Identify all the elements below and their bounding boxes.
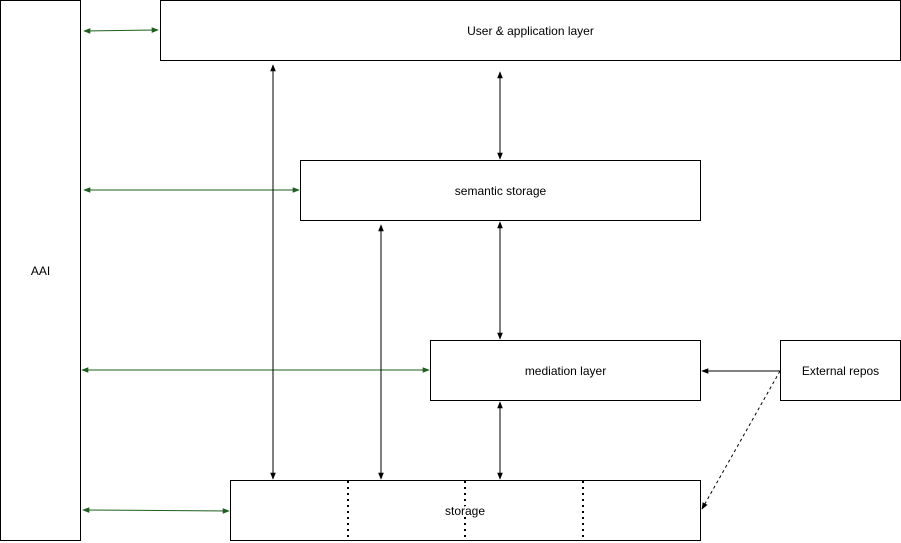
aai-node: AAI: [0, 0, 81, 541]
aai-storage-arrow: [82, 507, 230, 514]
semantic-storage-node: semantic storage: [300, 160, 701, 221]
external-repos-storage-dashed-arrow: [701, 370, 781, 510]
external-repos-node: External repos: [780, 340, 901, 401]
mediation-layer-label: mediation layer: [525, 364, 606, 378]
semantic-storage-label: semantic storage: [455, 184, 547, 198]
aai-user-app-arrow: [83, 27, 159, 34]
aai-label: AAI: [31, 264, 50, 278]
external-repos-label: External repos: [802, 364, 879, 378]
mediation-layer-node: mediation layer: [430, 340, 701, 401]
storage-node: storage: [230, 480, 701, 541]
storage-label: storage: [445, 504, 485, 518]
user-application-layer-label: User & application layer: [467, 24, 594, 38]
user-application-layer-node: User & application layer: [160, 0, 901, 61]
